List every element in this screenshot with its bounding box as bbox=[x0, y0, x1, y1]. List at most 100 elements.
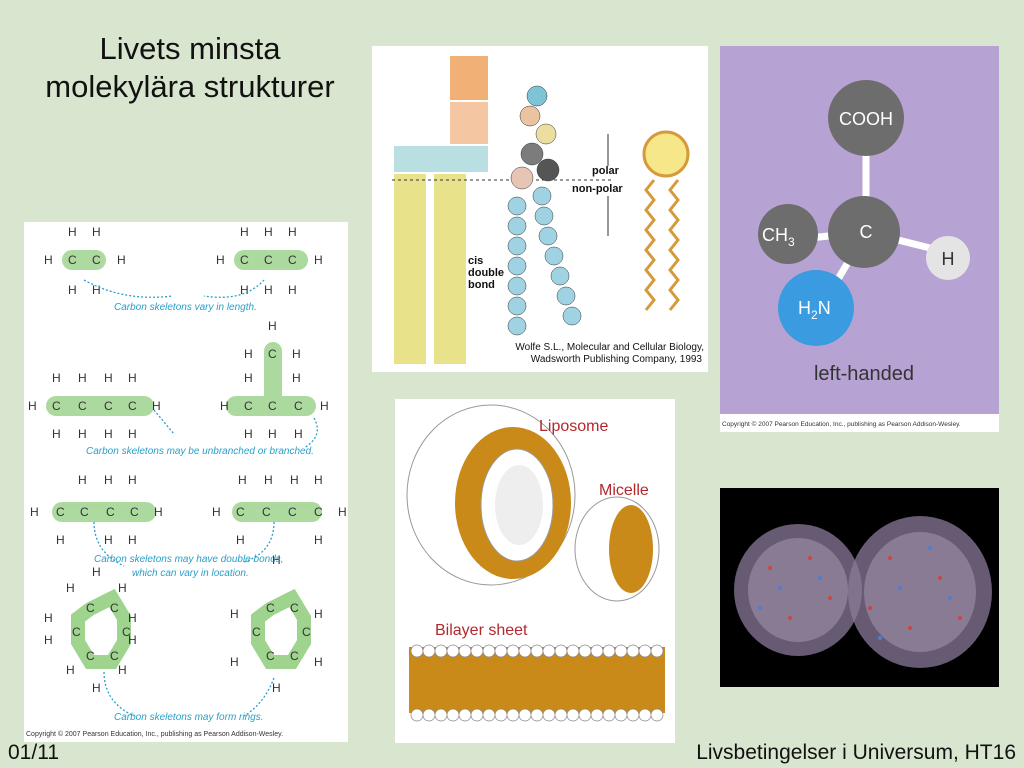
svg-text:H: H bbox=[244, 347, 253, 361]
svg-text:C: C bbox=[240, 253, 249, 267]
svg-text:H: H bbox=[294, 427, 303, 441]
svg-text:H: H bbox=[264, 283, 273, 297]
svg-text:H: H bbox=[264, 225, 273, 239]
svg-text:H: H bbox=[66, 663, 75, 677]
membrane-structures-figure: Liposome Micelle Bilayer sheet bbox=[395, 399, 675, 743]
svg-text:H: H bbox=[288, 225, 297, 239]
svg-text:H: H bbox=[230, 607, 239, 621]
svg-text:C: C bbox=[288, 505, 297, 519]
svg-text:H: H bbox=[230, 655, 239, 669]
svg-text:H: H bbox=[288, 283, 297, 297]
svg-text:H: H bbox=[92, 565, 101, 579]
title-line-2: molekylära strukturer bbox=[45, 69, 335, 104]
svg-text:C: C bbox=[288, 253, 297, 267]
micelle-label: Micelle bbox=[599, 482, 649, 499]
svg-text:H: H bbox=[240, 225, 249, 239]
svg-text:H: H bbox=[68, 283, 77, 297]
svg-text:H: H bbox=[268, 427, 277, 441]
protein-image bbox=[734, 516, 992, 668]
svg-text:C: C bbox=[244, 399, 253, 413]
svg-text:C: C bbox=[86, 649, 95, 663]
svg-text:H: H bbox=[128, 473, 137, 487]
svg-text:C: C bbox=[122, 625, 131, 639]
svg-text:C: C bbox=[266, 601, 275, 615]
svg-text:H: H bbox=[68, 225, 77, 239]
svg-text:H: H bbox=[78, 427, 87, 441]
svg-text:H: H bbox=[28, 399, 37, 413]
svg-text:H: H bbox=[30, 505, 39, 519]
svg-text:C: C bbox=[56, 505, 65, 519]
svg-text:C: C bbox=[52, 399, 61, 413]
svg-text:H: H bbox=[104, 533, 113, 547]
bilayer-label: Bilayer sheet bbox=[435, 622, 528, 639]
svg-text:H: H bbox=[52, 371, 61, 385]
svg-text:C: C bbox=[106, 505, 115, 519]
chiral-copyright: Copyright © 2007 Pearson Education, Inc.… bbox=[722, 420, 961, 428]
polar-label: polar bbox=[592, 165, 620, 177]
svg-text:H: H bbox=[264, 473, 273, 487]
svg-text:H: H bbox=[104, 427, 113, 441]
svg-text:H: H bbox=[268, 319, 277, 333]
svg-text:H: H bbox=[92, 283, 101, 297]
caption-double-bonds-2: which can vary in location. bbox=[132, 568, 249, 579]
caption-rings: Carbon skeletons may form rings. bbox=[114, 712, 264, 723]
ch3-label: CH3 bbox=[762, 225, 795, 249]
svg-text:H: H bbox=[44, 633, 53, 647]
svg-text:H: H bbox=[292, 347, 301, 361]
svg-text:H: H bbox=[338, 505, 347, 519]
svg-text:H: H bbox=[128, 371, 137, 385]
double-label: double bbox=[468, 267, 504, 279]
svg-text:H: H bbox=[128, 533, 137, 547]
svg-text:C: C bbox=[104, 399, 113, 413]
svg-text:C: C bbox=[302, 625, 311, 639]
svg-text:C: C bbox=[266, 649, 275, 663]
chiral-diagram: COOH C CH3 H H2N left-handed Copyright ©… bbox=[720, 80, 999, 432]
course-name: Livsbetingelser i Universum, HT16 bbox=[696, 741, 1016, 764]
svg-text:C: C bbox=[252, 625, 261, 639]
svg-text:H: H bbox=[56, 533, 65, 547]
svg-text:H: H bbox=[128, 633, 137, 647]
lipid-structure-figure: polar non-polar cis double bond Wolfe S.… bbox=[372, 46, 708, 372]
svg-text:C: C bbox=[72, 625, 81, 639]
svg-text:H: H bbox=[154, 505, 163, 519]
caption-branching: Carbon skeletons may be unbranched or br… bbox=[86, 446, 314, 457]
svg-text:H: H bbox=[44, 611, 53, 625]
svg-text:H: H bbox=[44, 253, 53, 267]
non-polar-label: non-polar bbox=[572, 183, 623, 195]
svg-text:C: C bbox=[264, 253, 273, 267]
svg-text:H: H bbox=[236, 533, 245, 547]
cis-label: cis bbox=[468, 255, 483, 267]
svg-text:H: H bbox=[52, 427, 61, 441]
svg-text:C: C bbox=[236, 505, 245, 519]
svg-text:H: H bbox=[118, 663, 127, 677]
svg-text:H: H bbox=[314, 473, 323, 487]
svg-text:H: H bbox=[314, 253, 323, 267]
svg-text:C: C bbox=[86, 601, 95, 615]
svg-text:C: C bbox=[290, 649, 299, 663]
h-label: H bbox=[942, 249, 955, 269]
svg-text:C: C bbox=[268, 399, 277, 413]
svg-text:H: H bbox=[314, 607, 323, 621]
lipid-diagram: polar non-polar cis double bond Wolfe S.… bbox=[392, 56, 704, 365]
lipid-credit-1: Wolfe S.L., Molecular and Cellular Biolo… bbox=[515, 342, 704, 353]
svg-text:C: C bbox=[130, 505, 139, 519]
svg-text:C: C bbox=[290, 601, 299, 615]
c-label: C bbox=[860, 222, 873, 242]
svg-text:H: H bbox=[314, 533, 323, 547]
svg-text:C: C bbox=[294, 399, 303, 413]
svg-text:C: C bbox=[78, 399, 87, 413]
svg-text:H: H bbox=[128, 611, 137, 625]
left-handed-label: left-handed bbox=[814, 363, 914, 385]
svg-text:C: C bbox=[268, 347, 277, 361]
lipid-credit-2: Wadsworth Publishing Company, 1993 bbox=[531, 354, 703, 365]
svg-text:H: H bbox=[104, 473, 113, 487]
svg-text:H: H bbox=[152, 399, 161, 413]
svg-text:C: C bbox=[262, 505, 271, 519]
svg-text:H: H bbox=[117, 253, 126, 267]
svg-text:H: H bbox=[244, 371, 253, 385]
cooh-label: COOH bbox=[839, 109, 893, 129]
svg-text:C: C bbox=[128, 399, 137, 413]
svg-text:C: C bbox=[80, 505, 89, 519]
